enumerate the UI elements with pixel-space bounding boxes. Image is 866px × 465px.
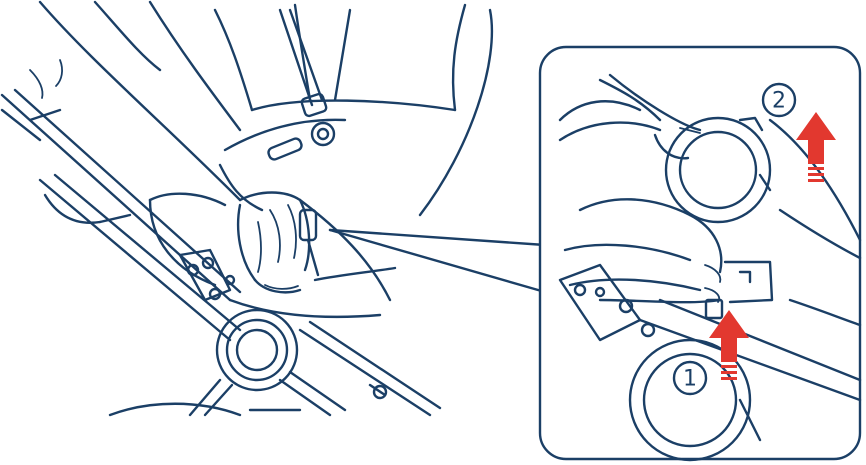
step-number-2: 2 (772, 89, 786, 114)
step-badge-1: 1 (674, 362, 706, 394)
step-number-1: 1 (683, 367, 697, 392)
step-badge-2: 2 (763, 84, 795, 116)
main-illustration (2, 2, 545, 415)
detail-inset: 1 2 (540, 47, 860, 460)
